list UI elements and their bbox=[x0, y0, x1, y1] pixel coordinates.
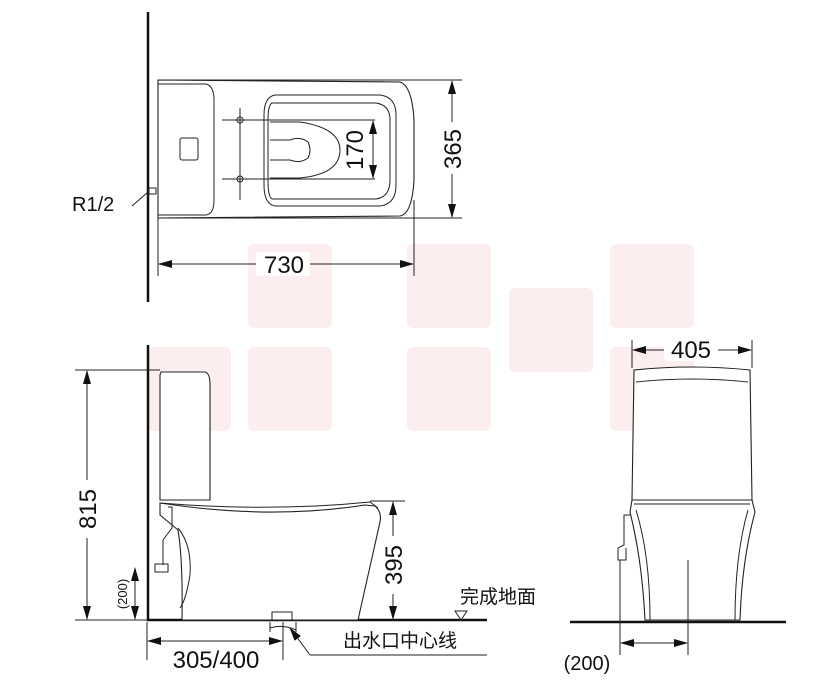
tank-side bbox=[159, 371, 211, 501]
inlet-offset-label: (200) bbox=[564, 653, 611, 675]
outlet-center-label: 出水口中心线 bbox=[343, 630, 457, 652]
inlet-label: R1/2 bbox=[72, 194, 114, 216]
front-view: 405 (200) bbox=[564, 337, 786, 675]
seat-outline bbox=[263, 94, 397, 207]
side-view: 815 395 (200) 完成地面 305/400 出水口中心线 bbox=[74, 345, 536, 674]
width-label: 365 bbox=[440, 129, 467, 169]
watermark-tiles bbox=[147, 244, 694, 431]
length-label: 730 bbox=[264, 252, 304, 279]
height-label: 815 bbox=[75, 489, 102, 529]
floor-label: 完成地面 bbox=[460, 586, 536, 608]
front-width-label: 405 bbox=[671, 337, 711, 364]
bowl-front bbox=[629, 499, 756, 621]
outlet-leader bbox=[289, 627, 311, 656]
inlet-height-label: (200) bbox=[115, 579, 130, 609]
rough-in-label: 305/400 bbox=[173, 647, 260, 674]
toilet-top-outline bbox=[157, 79, 415, 219]
tank-front bbox=[631, 366, 753, 501]
bowl-side bbox=[159, 502, 381, 621]
seat-height-label: 395 bbox=[381, 545, 408, 585]
flush-button bbox=[179, 137, 199, 161]
top-view: 170 365 730 R1/2 bbox=[72, 12, 467, 302]
floor-level-marker bbox=[454, 610, 468, 621]
hole-spacing-label: 170 bbox=[342, 130, 369, 170]
bowl-opening bbox=[270, 121, 341, 179]
